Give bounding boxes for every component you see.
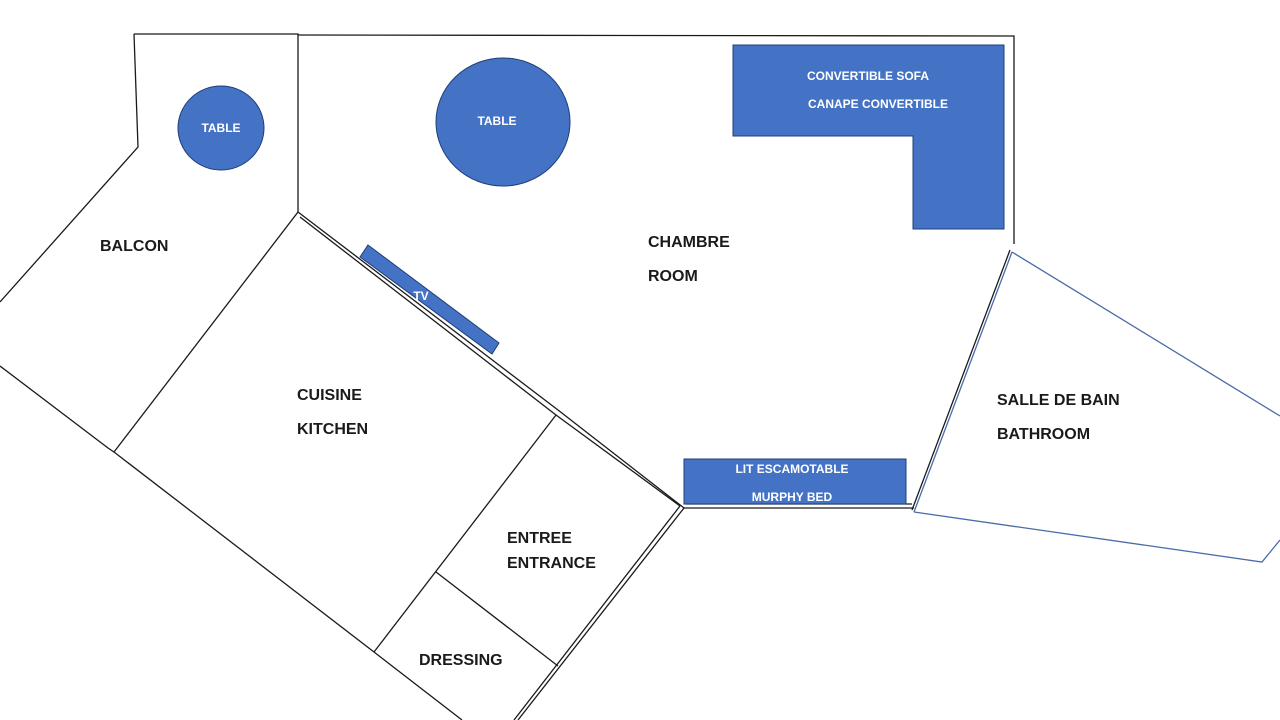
room-table <box>435 57 571 187</box>
bathroom-wall-bottom <box>913 511 1280 563</box>
room-labels: BALCON CHAMBRE ROOM CUISINE KITCHEN ENTR… <box>100 234 1120 669</box>
kitchen-room-wall <box>297 211 685 509</box>
bathroom-label: BATHROOM <box>997 426 1090 443</box>
balcony-table <box>177 85 265 171</box>
salle-de-bain-label: SALLE DE BAIN <box>997 392 1120 409</box>
chambre-label: CHAMBRE <box>648 234 730 251</box>
murphy-bed <box>683 458 907 505</box>
balcony-wall <box>0 33 299 453</box>
entrance-right-wall-inner <box>513 505 681 720</box>
murphy-bed-label-en: MURPHY BED <box>752 490 833 504</box>
sofa-label-en: CONVERTIBLE SOFA <box>807 69 929 83</box>
room-label: ROOM <box>648 268 698 285</box>
balcony-table-label: TABLE <box>201 121 240 135</box>
entree-label: ENTREE <box>507 530 572 547</box>
furniture: TABLE TABLE CONVERTIBLE SOFA CANAPE CONV… <box>177 44 1005 505</box>
kitchen-room-wall-inner <box>299 216 681 507</box>
bathroom-wall <box>1011 251 1280 417</box>
kitchen-entrance-wall <box>373 414 557 653</box>
convertible-sofa <box>732 44 1005 230</box>
tv-label: TV <box>413 289 428 303</box>
balcony-wall-left <box>0 33 139 303</box>
dressing-top-wall <box>435 571 559 667</box>
room-wall-right <box>911 249 1011 511</box>
kitchen-bottom-wall <box>113 451 463 720</box>
cuisine-label: CUISINE <box>297 387 362 404</box>
balcon-label: BALCON <box>100 238 168 255</box>
tv <box>359 244 500 355</box>
entrance-right-wall <box>517 507 685 720</box>
room-wall-top <box>297 34 1015 244</box>
dressing-label: DRESSING <box>419 652 503 669</box>
kitchen-label: KITCHEN <box>297 421 368 438</box>
bathroom-wall-left <box>913 251 1013 513</box>
sofa-label-fr: CANAPE CONVERTIBLE <box>808 97 948 111</box>
room-table-label: TABLE <box>477 114 516 128</box>
murphy-bed-label-fr: LIT ESCAMOTABLE <box>735 462 848 476</box>
entrance-label: ENTRANCE <box>507 555 596 572</box>
